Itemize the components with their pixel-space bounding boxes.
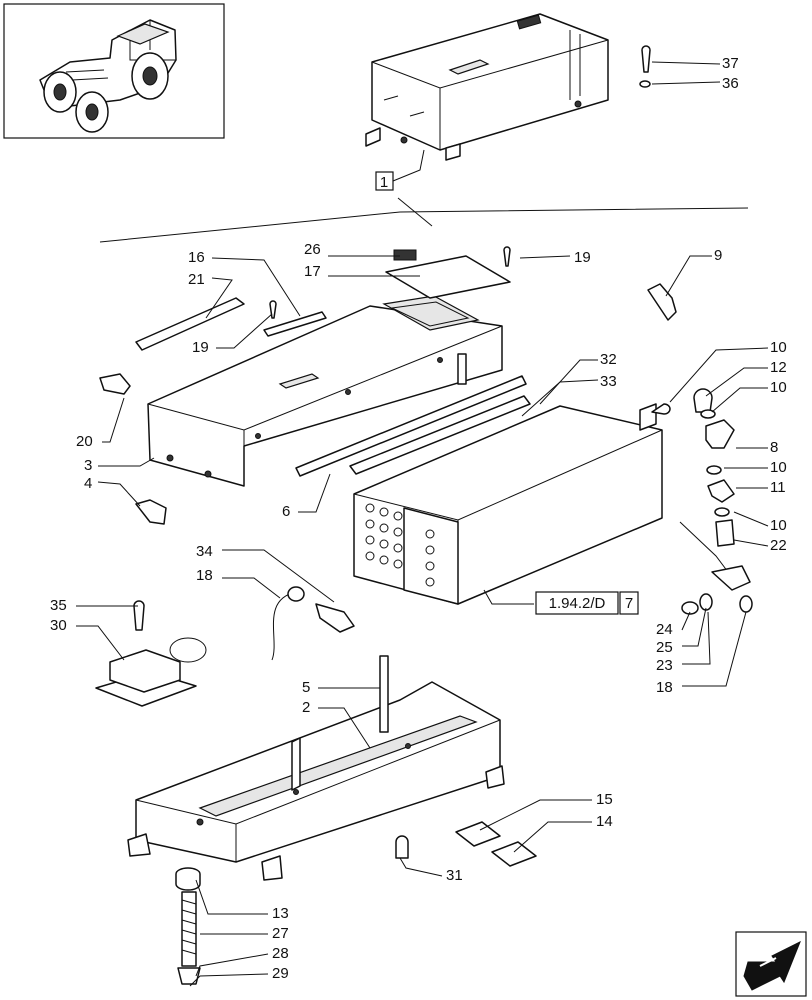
lid-17 — [385, 255, 511, 299]
tractor-thumbnail-icon — [3, 3, 225, 139]
callout-6: 6 — [282, 503, 290, 520]
sensor-body — [711, 565, 751, 591]
separator-line — [99, 207, 749, 243]
callout-32: 32 — [600, 351, 617, 368]
callout-10-a: 10 — [770, 339, 787, 356]
elbow-11 — [707, 479, 735, 503]
gasket-32 — [349, 395, 531, 475]
callout-9: 9 — [714, 247, 722, 264]
callout-21: 21 — [188, 271, 205, 288]
callout-35: 35 — [50, 597, 67, 614]
callout-11: 11 — [770, 479, 786, 496]
relay-30 — [109, 649, 181, 693]
heater-core — [353, 403, 671, 605]
capillary-18 — [271, 591, 297, 661]
next-page-arrow-icon[interactable] — [735, 931, 807, 997]
callout-26: 26 — [304, 241, 321, 258]
callout-30: 30 — [50, 617, 67, 634]
reference-page-box — [619, 591, 639, 615]
upper-cover — [147, 295, 503, 487]
callout-13: 13 — [272, 905, 289, 922]
callout-18-right: 18 — [656, 679, 673, 696]
callout-10-d: 10 — [770, 517, 787, 534]
callout-10-c: 10 — [770, 459, 787, 476]
callout-20: 20 — [76, 433, 93, 450]
seal-strip-21 — [135, 297, 245, 351]
screw-19-right — [503, 246, 511, 267]
callout-27: 27 — [272, 925, 289, 942]
mount-13 — [175, 867, 201, 891]
bulb — [287, 586, 305, 602]
callout-4: 4 — [84, 475, 92, 492]
leader-lines — [76, 255, 769, 987]
washer-18 — [739, 595, 753, 613]
switch-34 — [315, 603, 355, 633]
reference-page: 7 — [625, 595, 633, 612]
valve-8 — [705, 419, 735, 449]
plug-31 — [395, 835, 409, 859]
callout-14: 14 — [596, 813, 613, 830]
leader-36 — [651, 81, 721, 85]
seal-side — [291, 737, 301, 791]
nut-28 — [177, 967, 201, 985]
washer-10-c — [714, 507, 730, 517]
callout-33: 33 — [600, 373, 617, 390]
callout-3: 3 — [84, 457, 92, 474]
bracket-9 — [647, 283, 677, 321]
callout-labels: 37 36 1 16 21 26 17 19 19 9 10 12 10 8 1… — [50, 55, 787, 982]
clip-4 — [135, 499, 167, 525]
callout-8: 8 — [770, 439, 778, 456]
leader-37 — [651, 61, 721, 65]
bolt-thread — [181, 899, 197, 955]
callout-1: 1 — [380, 174, 388, 191]
callout-10-b: 10 — [770, 379, 787, 396]
washer-10-a — [700, 409, 716, 419]
callout-28: 28 — [272, 945, 289, 962]
seal-5 — [379, 655, 389, 733]
callout-36: 36 — [722, 75, 739, 92]
reference-code: 1.94.2/D — [549, 595, 606, 612]
assembled-unit — [365, 13, 609, 161]
clip-20 — [99, 373, 131, 395]
callout-37: 37 — [722, 55, 739, 72]
separator-branch — [397, 197, 433, 227]
fitting-22 — [715, 519, 735, 547]
label-26 — [393, 249, 417, 261]
callout-23: 23 — [656, 657, 673, 674]
screw-19-left — [269, 300, 277, 319]
callout-31: 31 — [446, 867, 463, 884]
callout-19-right: 19 — [574, 249, 591, 266]
washer-10-b — [706, 465, 722, 475]
callout-12: 12 — [770, 359, 787, 376]
gasket-6 — [295, 375, 527, 477]
callout-29: 29 — [272, 965, 289, 982]
lower-tray — [127, 681, 505, 881]
screw-37 — [641, 45, 651, 73]
callout-24: 24 — [656, 621, 673, 638]
callout-22: 22 — [770, 537, 787, 554]
callout-18-left: 18 — [196, 567, 213, 584]
callout-5: 5 — [302, 679, 310, 696]
callout-15: 15 — [596, 791, 613, 808]
screw-35 — [133, 600, 145, 631]
callout-17: 17 — [304, 263, 321, 280]
relay-coil — [169, 637, 207, 663]
callout-19-left: 19 — [192, 339, 209, 356]
leader-1 — [392, 149, 425, 182]
callout-25: 25 — [656, 639, 673, 656]
plate-15 — [455, 821, 501, 847]
reference-code-box — [535, 591, 619, 615]
plate-14 — [491, 841, 537, 867]
washer-25 — [699, 593, 713, 611]
elbow-12 — [693, 388, 713, 413]
callout-2: 2 — [302, 699, 310, 716]
washer-36 — [639, 80, 651, 88]
callout-16: 16 — [188, 249, 205, 266]
plate-16 — [263, 311, 327, 337]
callout-34: 34 — [196, 543, 213, 560]
sensor-wire — [679, 521, 729, 573]
plug-24 — [681, 601, 699, 615]
